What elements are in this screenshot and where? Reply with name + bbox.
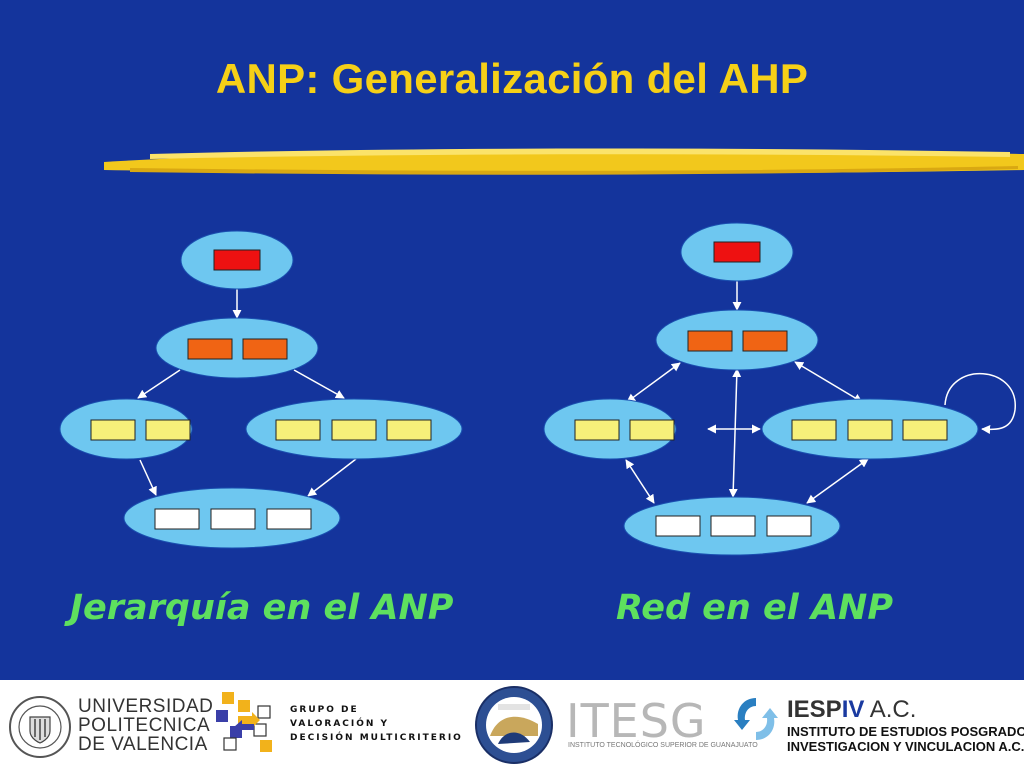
subcriterion-box	[275, 419, 321, 441]
arrow-left-cluster-alternatives	[625, 459, 655, 504]
anp-diagrams	[59, 148, 1024, 556]
subcriterion-box	[90, 419, 136, 441]
grupo-line-2: VALORACIÓN Y	[290, 719, 390, 729]
upv-seal-logo	[9, 696, 71, 758]
criterion-box	[687, 330, 733, 352]
goal-cluster	[680, 222, 794, 282]
subcriteria-cluster-right	[761, 398, 979, 460]
iespiv-line-1: INSTITUTO DE ESTUDIOS POSGRADO	[787, 724, 1024, 739]
upv-line-2: POLITECNICA	[78, 715, 211, 736]
slide-title: ANP: Generalización del AHP	[215, 55, 809, 102]
subcriteria-cluster-left	[59, 398, 193, 460]
subcriterion-box	[331, 419, 377, 441]
arrow-criteria-left-cluster	[626, 362, 681, 403]
itesg-wordmark: ITESG	[566, 694, 707, 748]
caption-hierarchy: Jerarquía en el ANP	[70, 588, 454, 628]
arrow-criteria-alternatives	[728, 368, 742, 498]
iespiv-brand-suffix: A.C.	[864, 696, 917, 723]
subcriterion-box	[574, 419, 620, 441]
title-underline-stroke	[104, 148, 1024, 175]
network-diagram	[543, 222, 1016, 556]
criteria-cluster	[655, 309, 819, 371]
criteria-cluster	[155, 317, 319, 379]
iespiv-logo-text: IESPIV A.C. INSTITUTO DE ESTUDIOS POSGRA…	[787, 696, 1024, 754]
itesg-seal-logo	[475, 686, 553, 764]
hierarchy-arrows	[137, 289, 357, 497]
iespiv-brand-prefix: IESP	[787, 696, 842, 723]
grupo-logo-text: GRUPO DE VALORACIÓN Y DECISIÓN MULTICRIT…	[290, 703, 463, 745]
subcriterion-box	[629, 419, 675, 441]
goal-element-box	[713, 241, 761, 263]
arrow-criteria-to-left-cluster	[137, 369, 181, 399]
alternatives-cluster	[623, 496, 841, 556]
caption-network: Red en el ANP	[616, 588, 893, 628]
subcriterion-box	[791, 419, 837, 441]
iespiv-arrows-logo	[734, 698, 778, 740]
subcriteria-cluster-left	[543, 398, 677, 460]
upv-line-1: UNIVERSIDAD	[78, 696, 214, 717]
iespiv-line-2: INVESTIGACION Y VINCULACION A.C.	[787, 739, 1024, 754]
alternative-box	[655, 515, 701, 537]
alternative-box	[266, 508, 312, 530]
criterion-box	[742, 330, 788, 352]
arrow-criteria-to-right-cluster	[293, 369, 345, 399]
arrow-left-cluster-to-alternatives	[139, 459, 157, 496]
arrow-right-cluster-to-alternatives	[307, 458, 357, 497]
alternative-box	[710, 515, 756, 537]
alternatives-cluster	[123, 487, 341, 549]
hierarchy-diagram	[59, 230, 463, 549]
subcriterion-box	[145, 419, 191, 441]
subcriterion-box	[386, 419, 432, 441]
itesg-subtitle: INSTITUTO TECNOLÓGICO SUPERIOR DE GUANAJ…	[568, 742, 758, 749]
iespiv-brand: IESPIV A.C.	[787, 696, 1024, 724]
subcriterion-box	[902, 419, 948, 441]
upv-line-3: DE VALENCIA	[78, 734, 208, 755]
goal-element-box	[213, 249, 261, 271]
network-arrows	[625, 281, 1016, 504]
alternative-box	[210, 508, 256, 530]
subcriteria-cluster-right	[245, 398, 463, 460]
grupo-logo-mark	[216, 692, 272, 752]
alternative-box	[154, 508, 200, 530]
criterion-box	[187, 338, 233, 360]
subcriterion-box	[847, 419, 893, 441]
criterion-box	[242, 338, 288, 360]
arrow-right-cluster-alternatives	[806, 458, 869, 504]
self-loop-arrow	[944, 372, 1016, 434]
grupo-line-1: GRUPO DE	[290, 705, 359, 715]
alternative-box	[766, 515, 812, 537]
grupo-line-3: DECISIÓN MULTICRITERIO	[290, 733, 463, 743]
iespiv-brand-iv: IV	[841, 696, 865, 723]
upv-logo-text: UNIVERSIDAD POLITECNICA DE VALENCIA	[78, 697, 213, 754]
arrow-criteria-right-cluster	[794, 361, 863, 403]
goal-cluster	[180, 230, 294, 290]
